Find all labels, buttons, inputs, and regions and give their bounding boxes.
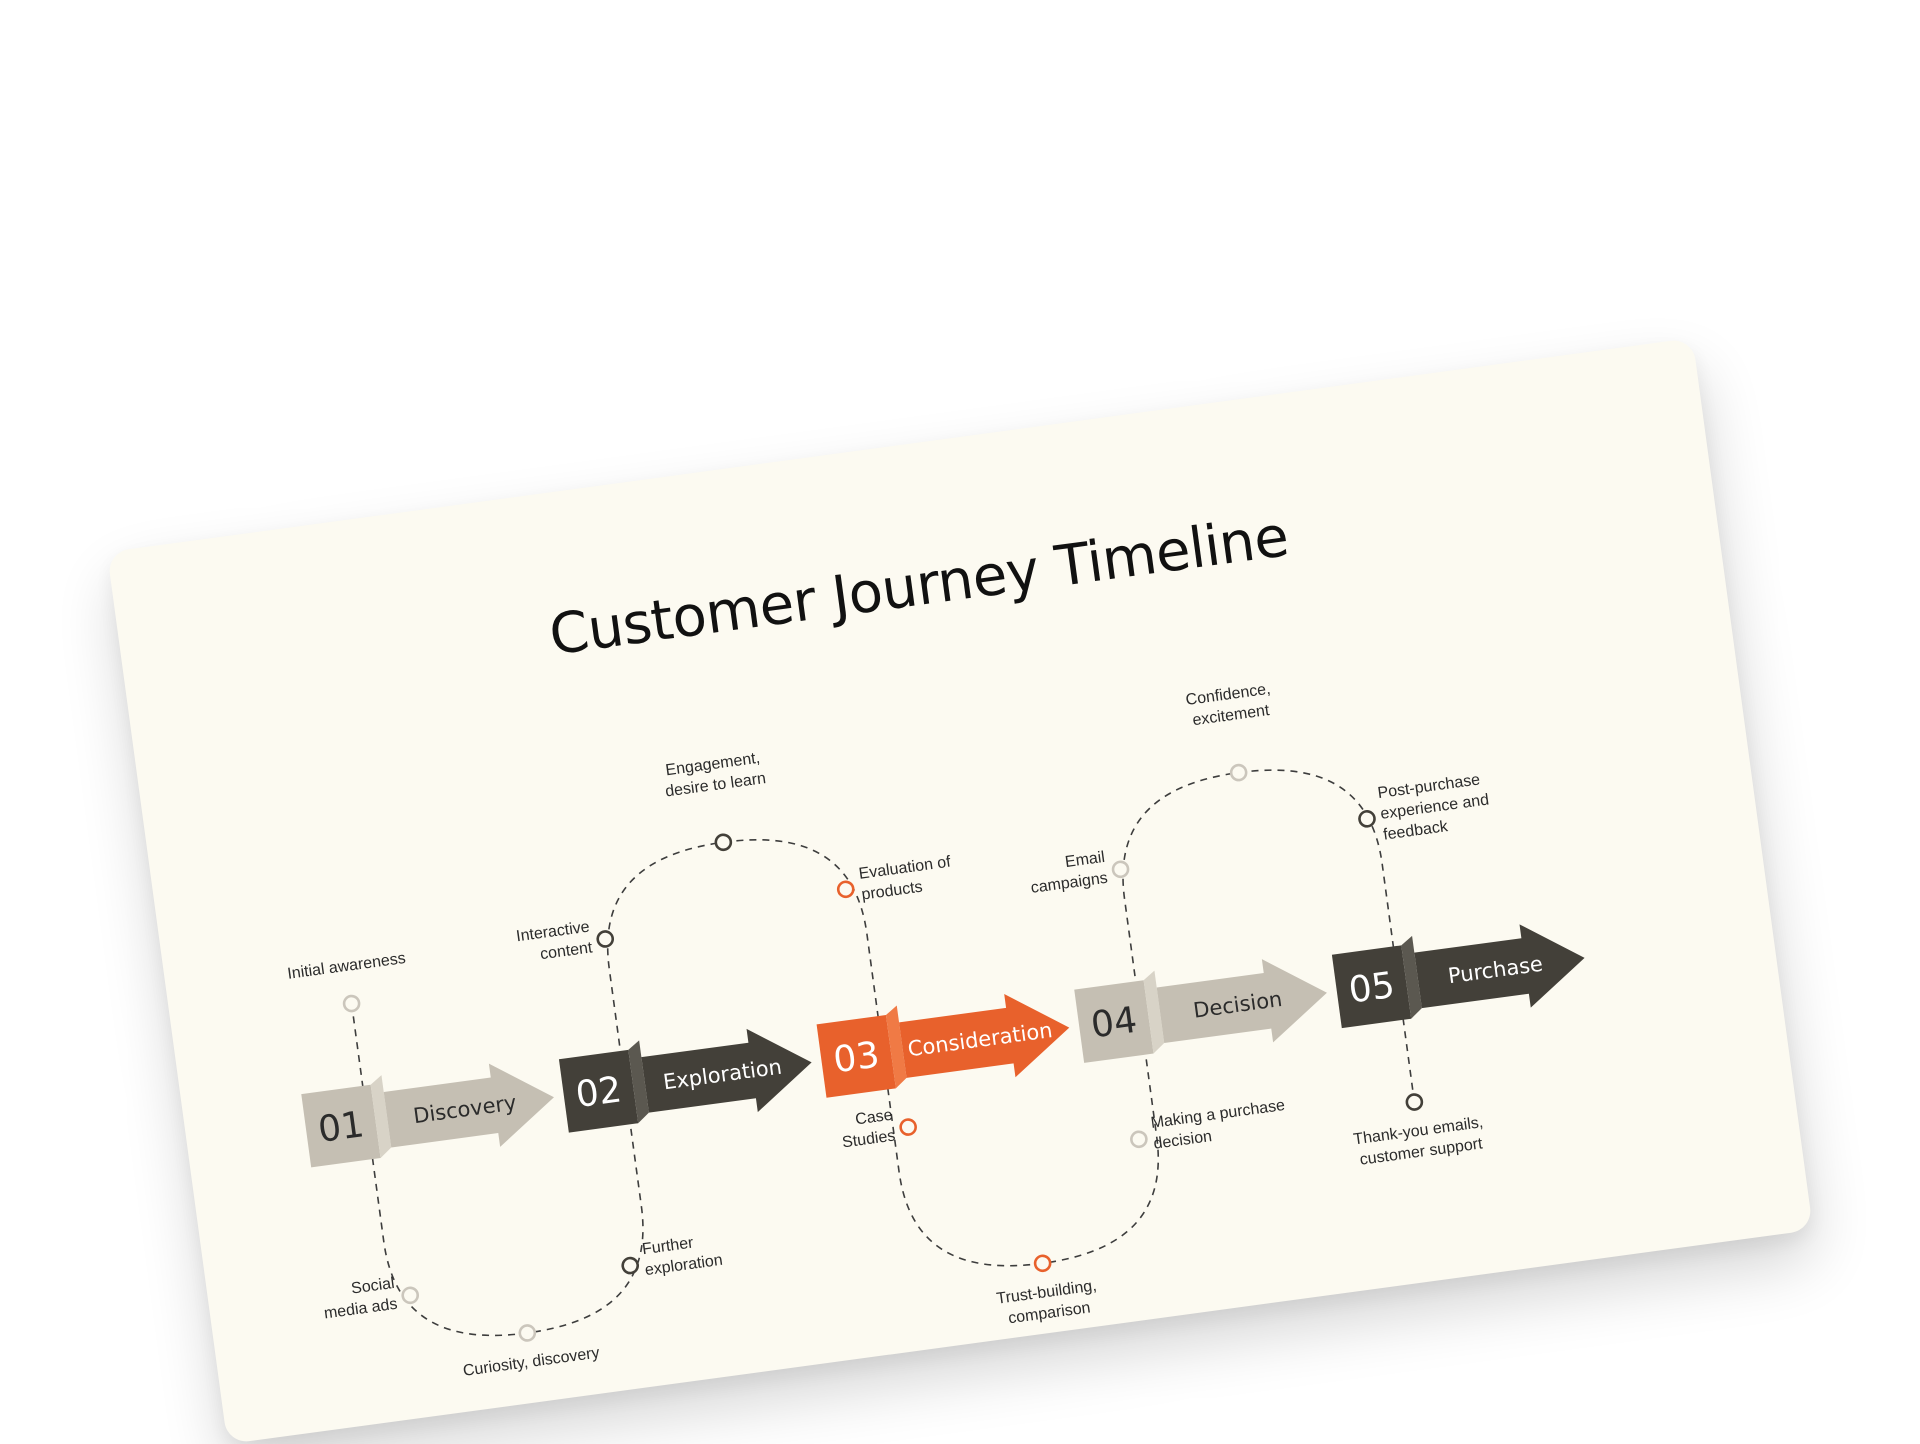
step-number: 04 [1089, 1000, 1140, 1047]
step-number: 01 [316, 1104, 367, 1151]
milestone-node-9 [1034, 1255, 1051, 1272]
milestone-node-12 [1230, 764, 1247, 781]
milestone-label-14: Thank-you emails,customer support [1352, 1114, 1487, 1169]
milestone-label-13: Post-purchaseexperience andfeedback [1377, 771, 1493, 844]
milestone-node-2 [402, 1287, 419, 1304]
milestone-label-2: Socialmedia ads [320, 1275, 398, 1323]
milestone-node-6 [715, 834, 732, 851]
milestone-node-5 [597, 931, 614, 948]
milestone-node-14 [1406, 1094, 1423, 1111]
step-number: 03 [831, 1034, 882, 1081]
milestone-label-12: Confidence,excitement [1185, 681, 1275, 730]
milestone-label-10: Making a purchasedecision [1150, 1097, 1289, 1153]
milestone-node-10 [1130, 1131, 1147, 1148]
step-number: 05 [1346, 965, 1397, 1012]
milestone-label-3: Curiosity, discovery [462, 1345, 601, 1380]
milestone-node-4 [622, 1257, 639, 1274]
milestone-label-9: Trust-building,comparison [996, 1277, 1101, 1328]
milestone-node-3 [519, 1325, 536, 1342]
step-number: 02 [573, 1069, 624, 1116]
milestone-label-7: Evaluation ofproducts [858, 854, 955, 904]
milestone-label-6: Engagement,desire to learn [661, 749, 767, 800]
milestone-label-5: Interactivecontent [515, 918, 594, 966]
milestone-node-8 [900, 1119, 917, 1136]
milestone-label-4: Furtherexploration [641, 1231, 724, 1279]
milestone-label-8: CaseStudies [838, 1107, 896, 1152]
milestone-node-7 [837, 881, 854, 898]
milestone-node-1 [343, 995, 360, 1012]
milestone-label-1: Initial awareness [286, 950, 406, 983]
milestone-node-11 [1112, 861, 1129, 878]
milestone-label-11: Emailcampaigns [1027, 849, 1109, 897]
milestone-node-13 [1359, 810, 1376, 827]
